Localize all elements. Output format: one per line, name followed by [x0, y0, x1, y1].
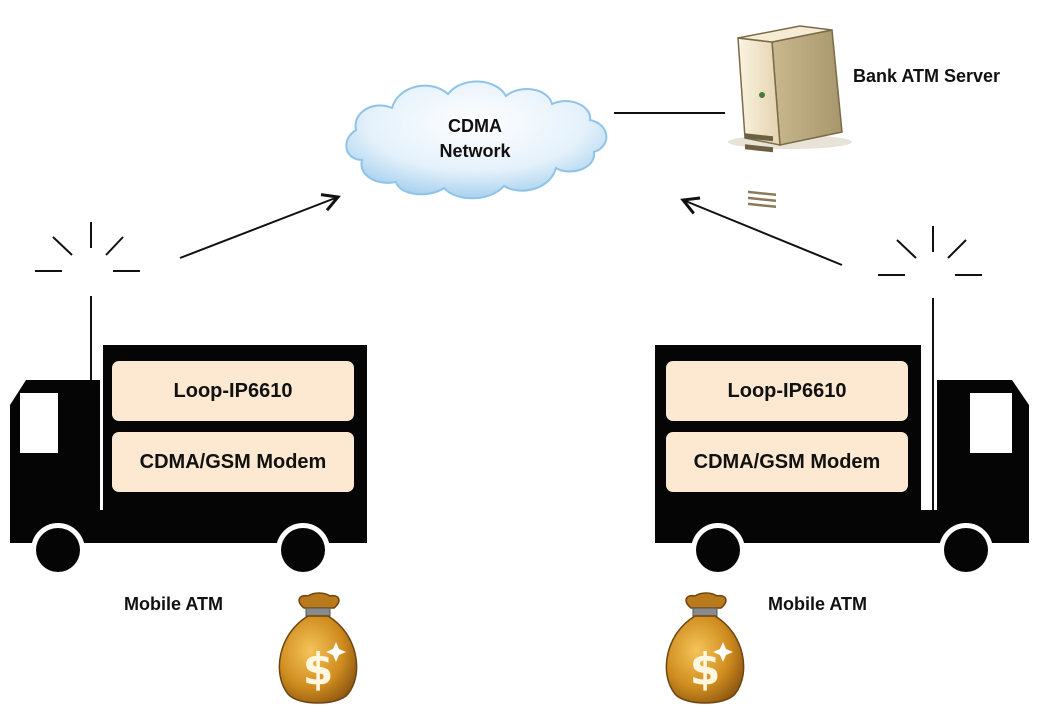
network-label-line2: Network: [439, 141, 511, 161]
truck-caption-right: Mobile ATM: [768, 594, 867, 614]
cloud-icon: [345, 80, 608, 200]
modem-box-right: CDMA/GSM Modem: [666, 432, 908, 492]
server-icon: [728, 25, 852, 209]
router-box-right: Loop-IP6610: [666, 361, 908, 421]
arrow-icon: [680, 196, 843, 266]
server-label: Bank ATM Server: [853, 66, 1001, 86]
money-bag-icon: $: [665, 592, 745, 704]
money-bag-icon: $: [278, 592, 358, 704]
truck-caption-left: Mobile ATM: [124, 594, 223, 614]
arrow-icon: [179, 193, 341, 259]
router-box-left: Loop-IP6610: [112, 361, 354, 421]
network-label-line1: CDMA: [448, 116, 502, 136]
antenna-icon: [878, 226, 982, 512]
modem-box-left: CDMA/GSM Modem: [112, 432, 354, 492]
